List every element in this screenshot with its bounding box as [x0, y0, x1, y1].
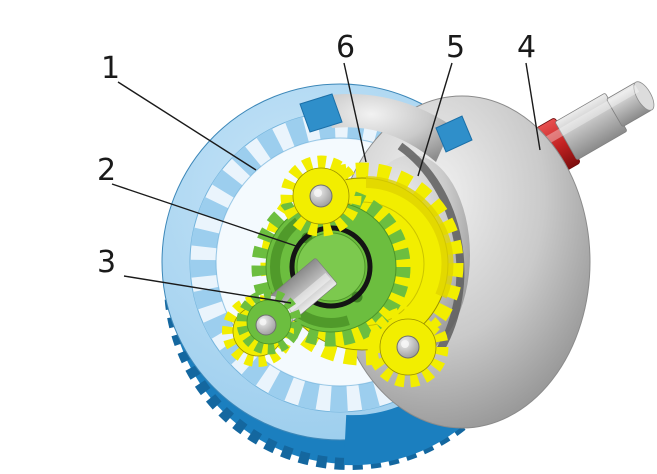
sun-gear-shading [365, 176, 454, 299]
planet-left-pin-highlight [259, 318, 267, 326]
callout-4: 4 [517, 30, 536, 65]
input-shaft-end-cap [633, 81, 655, 111]
planet-top-pin-highlight [314, 189, 322, 197]
housing-cut-face-left [299, 93, 343, 133]
callout-3: 3 [97, 245, 116, 280]
planet-gear-bottom-right [367, 306, 449, 388]
planet-top-pin [309, 184, 333, 208]
planet-br-pin [396, 335, 420, 359]
leader-line-5 [417, 62, 453, 177]
leader-line-4 [525, 62, 541, 151]
planet-left-green-teeth [236, 289, 302, 355]
planet-gear-top [280, 155, 362, 237]
planet-br-teeth [367, 306, 449, 388]
callout-2: 2 [97, 153, 116, 188]
callout-5: 5 [446, 30, 465, 65]
leader-line-2 [111, 183, 297, 247]
housing-cut-face-right [435, 115, 473, 153]
carrier-gear-shading [270, 206, 392, 328]
planet-gear-left [222, 289, 302, 367]
planet-br-pin-highlight [401, 340, 409, 348]
leader-line-3 [123, 275, 292, 304]
callout-6: 6 [336, 30, 355, 65]
callout-1: 1 [101, 51, 120, 86]
leader-line-6 [343, 62, 367, 163]
planet-top-teeth [280, 155, 362, 237]
carrier-gear-teeth [251, 187, 411, 347]
planet-left-pin [255, 314, 277, 336]
leader-line-1 [117, 81, 257, 171]
